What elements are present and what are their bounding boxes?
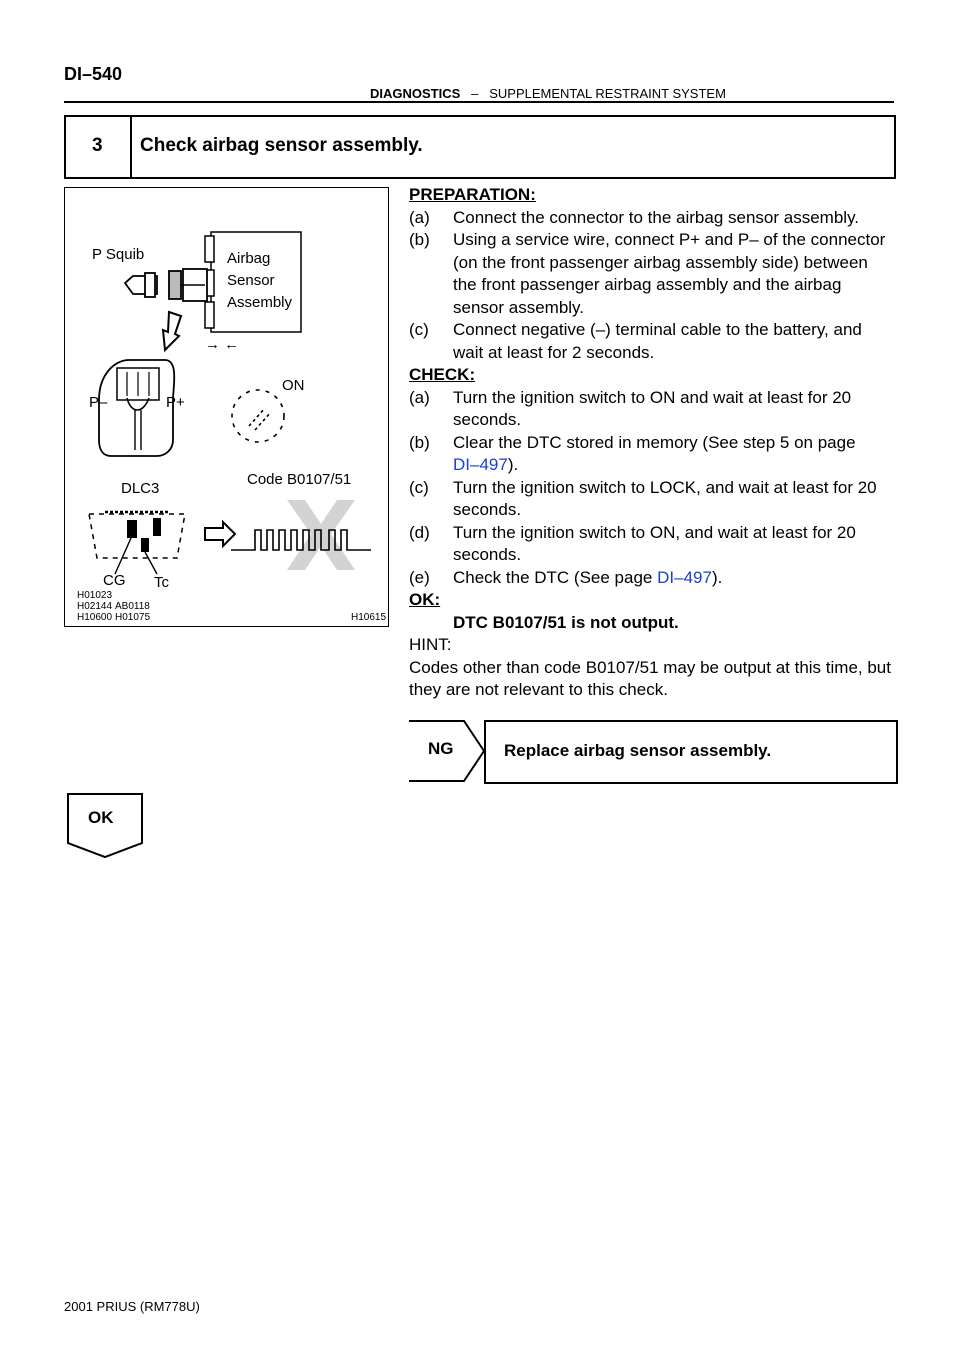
page-link-di497[interactable]: DI–497 — [453, 455, 508, 474]
ref-h01023: H01023 — [77, 590, 113, 601]
squib-connector — [123, 275, 158, 295]
ref-h10600: H10600 — [77, 612, 113, 623]
step-title: Check airbag sensor assembly. — [140, 135, 423, 156]
ignition-switch-icon — [231, 389, 285, 443]
hint-text: Codes other than code B0107/51 may be ou… — [409, 657, 891, 700]
diagram-illustration — [88, 231, 371, 575]
step-number: 3 — [92, 135, 103, 156]
ref-h02144: H02144 — [77, 601, 113, 612]
label-p-minus: P– — [89, 394, 108, 411]
check-heading: CHECK: — [409, 365, 476, 384]
check-item-a: (a) Turn the ignition switch to ON and w… — [409, 387, 852, 430]
check-item-b: (b) Clear the DTC stored in memory (See … — [409, 432, 856, 475]
step-box: 3 Check airbag sensor assembly. — [64, 115, 896, 179]
section-title: DIAGNOSTICS — [370, 86, 461, 101]
running-header: DIAGNOSTICS – SUPPLEMENTAL RESTRAINT SYS… — [370, 86, 726, 101]
label-dlc3: DLC3 — [121, 480, 160, 497]
label-arrows: → ← — [205, 336, 240, 353]
ng-label: NG — [428, 739, 454, 758]
page-link-di497-2[interactable]: DI–497 — [657, 567, 712, 587]
label-sensor: Sensor — [227, 272, 275, 289]
label-on: ON — [282, 377, 305, 394]
blink-waveform — [231, 529, 371, 551]
check-item-d: (d) Turn the ignition switch to ON, and … — [409, 522, 856, 565]
ok-result: DTC B0107/51 is not output. — [453, 612, 679, 632]
right-arrow-icon — [204, 519, 237, 549]
hint-heading: HINT: — [409, 635, 452, 654]
label-code: Code B0107/51 — [247, 471, 352, 488]
header-rule — [64, 101, 894, 103]
ng-action-text: Replace airbag sensor assembly. — [504, 741, 772, 760]
step-divider — [130, 117, 132, 177]
ok-tab — [67, 793, 143, 859]
check-item-c: (c) Turn the ignition switch to LOCK, an… — [409, 477, 877, 520]
label-p-plus: P+ — [166, 394, 185, 411]
header-separator: – — [471, 86, 479, 101]
diagram-figure: P Squib Airbag Sensor Assembly → ← P– P+… — [64, 187, 389, 627]
ok-tab-label: OK — [88, 808, 114, 827]
dlc3-connector — [88, 513, 186, 559]
label-airbag: Airbag — [227, 250, 271, 267]
prep-item-a: (a) Connect the connector to the airbag … — [409, 207, 860, 227]
label-tc: Tc — [154, 574, 169, 591]
ref-h10615: H10615 — [351, 612, 387, 623]
check-item-e: (e) Check the DTC (See page DI–497). — [409, 567, 723, 587]
ok-heading: OK: — [409, 590, 441, 609]
label-assembly: Assembly — [227, 294, 293, 311]
ng-action-box: Replace airbag sensor assembly. — [484, 720, 898, 784]
page-code: DI–540 — [64, 64, 123, 84]
footer-model: 2001 PRIUS (RM778U) — [64, 1299, 200, 1314]
label-p-squib: P Squib — [92, 246, 145, 263]
down-arrow-icon — [161, 310, 183, 353]
ref-ab0118: AB0118 — [115, 601, 150, 612]
ref-h01075: H01075 — [115, 612, 151, 623]
subsection-title: SUPPLEMENTAL RESTRAINT SYSTEM — [489, 86, 726, 101]
prep-item-b: (b) Using a service wire, connect P+ and… — [409, 230, 886, 317]
preparation-heading: PREPARATION: — [409, 185, 536, 204]
procedure-text: PREPARATION: (a) Connect the connector t… — [409, 184, 896, 702]
prep-item-c: (c) Connect negative (–) terminal cable … — [409, 320, 862, 362]
label-cg: CG — [103, 572, 126, 589]
